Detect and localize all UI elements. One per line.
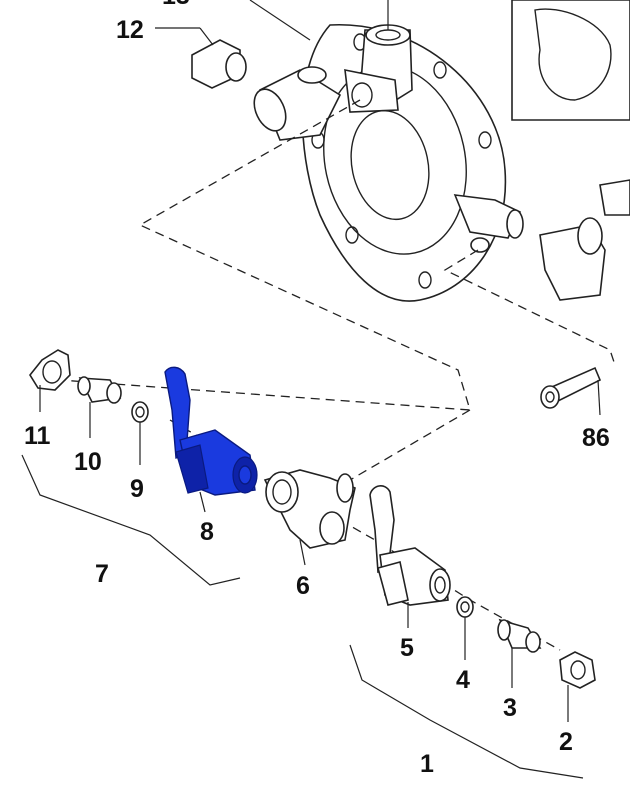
callout-labels: 13 12 11 10 9 8 7 6 5 4 3 2 1 86 — [24, 0, 610, 778]
callout-1: 1 — [420, 750, 434, 778]
manifold-flange — [301, 0, 507, 302]
part-9-washer — [131, 401, 149, 465]
pump-body-partial — [249, 0, 630, 121]
bracket-1 — [349, 644, 584, 779]
callout-3: 3 — [503, 694, 517, 722]
part-11-wing-nut — [29, 349, 71, 412]
callout-86: 86 — [582, 424, 610, 452]
bracket-7 — [21, 454, 241, 586]
callout-9: 9 — [130, 475, 144, 503]
callout-11: 11 — [24, 422, 51, 450]
callout-10: 10 — [74, 448, 102, 476]
part-4-washer — [456, 596, 474, 660]
callout-6: 6 — [296, 572, 310, 600]
part-3-nipple — [497, 618, 542, 688]
part-6-tee — [263, 469, 356, 566]
part-2-nut — [559, 651, 596, 722]
part-8-ball-valve-highlighted — [164, 366, 258, 513]
callout-7: 7 — [95, 560, 109, 588]
part-10-nipple — [77, 376, 122, 438]
callout-5: 5 — [400, 634, 414, 662]
right-side-fittings — [453, 179, 630, 301]
callout-13: 13 — [162, 0, 190, 10]
part-86-bolt — [540, 366, 602, 416]
part-5-ball-valve — [369, 485, 451, 628]
callout-4: 4 — [456, 666, 470, 694]
callout-2: 2 — [559, 728, 573, 756]
callout-12: 12 — [116, 16, 144, 44]
callout-8: 8 — [200, 518, 214, 546]
part-12-plug — [155, 27, 247, 89]
